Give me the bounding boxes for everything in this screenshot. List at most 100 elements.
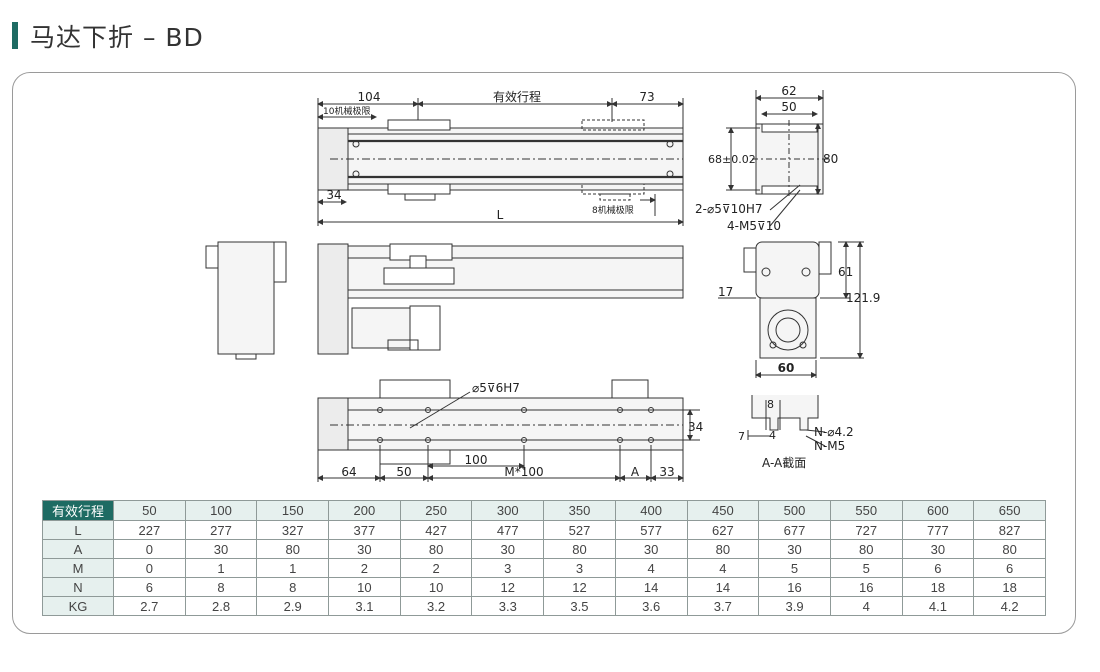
- table-cell: 3.5: [543, 596, 616, 616]
- table-cell: 600: [901, 500, 975, 521]
- table-cell: 30: [614, 539, 688, 559]
- table-cell: 5: [758, 558, 831, 578]
- dim-8-section: 8: [767, 398, 774, 411]
- dim-8-mech-limit: 8机械极限: [592, 204, 634, 216]
- dim-68: 68±0.02: [708, 153, 756, 166]
- side-view: [205, 241, 684, 360]
- table-cell: 4.1: [901, 596, 975, 616]
- table-row-label: KG: [42, 596, 114, 616]
- dim-64: 64: [341, 465, 356, 479]
- table-cell: 250: [399, 500, 473, 521]
- table-cell: 0: [113, 539, 186, 559]
- table-cell: 3: [471, 558, 545, 578]
- table-cell: 2.9: [256, 596, 330, 616]
- dim-121-9: 121.9: [846, 291, 880, 305]
- dim-M-times-100: M*100: [504, 465, 543, 479]
- table-cell: 30: [901, 539, 975, 559]
- dim-80: 80: [823, 152, 838, 166]
- table-cell: 6: [113, 577, 186, 597]
- table-cell: 80: [543, 539, 616, 559]
- dim-7-section: 7: [738, 430, 745, 443]
- dim-34-top: 34: [326, 188, 341, 202]
- table-cell: 30: [328, 539, 401, 559]
- table-cell: 14: [686, 577, 760, 597]
- table-cell: 4: [614, 558, 688, 578]
- table-cell: 50: [113, 500, 186, 521]
- dim-10-mech-limit: 10机械极限: [323, 105, 370, 117]
- callout-pin-hole: 2-⌀5⊽10H7: [695, 202, 763, 216]
- table-cell: 80: [973, 539, 1046, 559]
- table-cell: 5: [829, 558, 903, 578]
- table-row-label: N: [42, 577, 114, 597]
- table-cell: 10: [328, 577, 401, 597]
- callout-n-thread: N-M5: [814, 439, 845, 453]
- table-cell: 12: [543, 577, 616, 597]
- table-cell: 2.7: [113, 596, 186, 616]
- end-view: [726, 90, 828, 227]
- table-cell: 427: [399, 520, 473, 540]
- callout-n-through-hole: N-⌀4.2: [814, 425, 854, 439]
- table-cell: 30: [471, 539, 545, 559]
- table-cell: 4: [829, 596, 903, 616]
- table-cell: 80: [399, 539, 473, 559]
- table-cell: 80: [256, 539, 330, 559]
- table-cell: 0: [113, 558, 186, 578]
- table-cell: 8: [184, 577, 258, 597]
- technical-drawing: 104 有效行程 73 10机械极限 34 L 8机械极限 62 50 68±0…: [205, 84, 880, 482]
- table-cell: 16: [758, 577, 831, 597]
- table-cell: 400: [614, 500, 688, 521]
- table-cell: 777: [901, 520, 975, 540]
- dim-62: 62: [781, 84, 796, 98]
- table-cell: 827: [973, 520, 1046, 540]
- table-cell: 200: [328, 500, 401, 521]
- table-cell: 150: [256, 500, 330, 521]
- table-cell: 577: [614, 520, 688, 540]
- table-cell: 6: [901, 558, 975, 578]
- dim-61: 61: [838, 265, 853, 279]
- dim-34-bottom: 34: [688, 420, 703, 434]
- table-cell: 3.9: [758, 596, 831, 616]
- page-title: 马达下折 – BD: [30, 23, 204, 52]
- table-cell: 6: [973, 558, 1046, 578]
- dim-4-section: 4: [769, 429, 776, 442]
- dim-104: 104: [358, 90, 381, 104]
- table-row-label: L: [42, 520, 114, 540]
- callout-bottom-hole: ⌀5⊽6H7: [472, 381, 520, 395]
- table-cell: 3.6: [614, 596, 688, 616]
- table-cell: 377: [328, 520, 401, 540]
- table-cell: 4: [686, 558, 760, 578]
- table-cell: 2.8: [184, 596, 258, 616]
- dim-50-bottom: 50: [396, 465, 411, 479]
- dim-L: L: [497, 208, 504, 222]
- callout-thread-hole: 4-M5⊽10: [727, 219, 781, 233]
- motor-end-view: [718, 241, 864, 378]
- dim-17: 17: [718, 285, 733, 299]
- table-cell: 350: [543, 500, 616, 521]
- table-cell: 300: [471, 500, 545, 521]
- table-cell: 18: [901, 577, 975, 597]
- table-cell: 10: [399, 577, 473, 597]
- table-row-label: A: [42, 539, 114, 559]
- table-cell: 327: [256, 520, 330, 540]
- table-cell: 2: [328, 558, 401, 578]
- table-cell: 3.2: [399, 596, 473, 616]
- table-cell: 12: [471, 577, 545, 597]
- table-cell: 80: [829, 539, 903, 559]
- dim-33: 33: [659, 465, 674, 479]
- table-cell: 16: [829, 577, 903, 597]
- table-row-label: M: [42, 558, 114, 578]
- section-a-a: [747, 395, 826, 447]
- dim-100: 100: [465, 453, 488, 467]
- table-cell: 80: [686, 539, 760, 559]
- table-cell: 550: [829, 500, 903, 521]
- table-cell: 14: [614, 577, 688, 597]
- table-cell: 4.2: [973, 596, 1046, 616]
- table-row-label: 有效行程: [42, 500, 114, 521]
- table-cell: 500: [758, 500, 831, 521]
- title-accent-bar: [12, 22, 18, 49]
- table-cell: 3.3: [471, 596, 545, 616]
- bottom-view: [317, 379, 700, 482]
